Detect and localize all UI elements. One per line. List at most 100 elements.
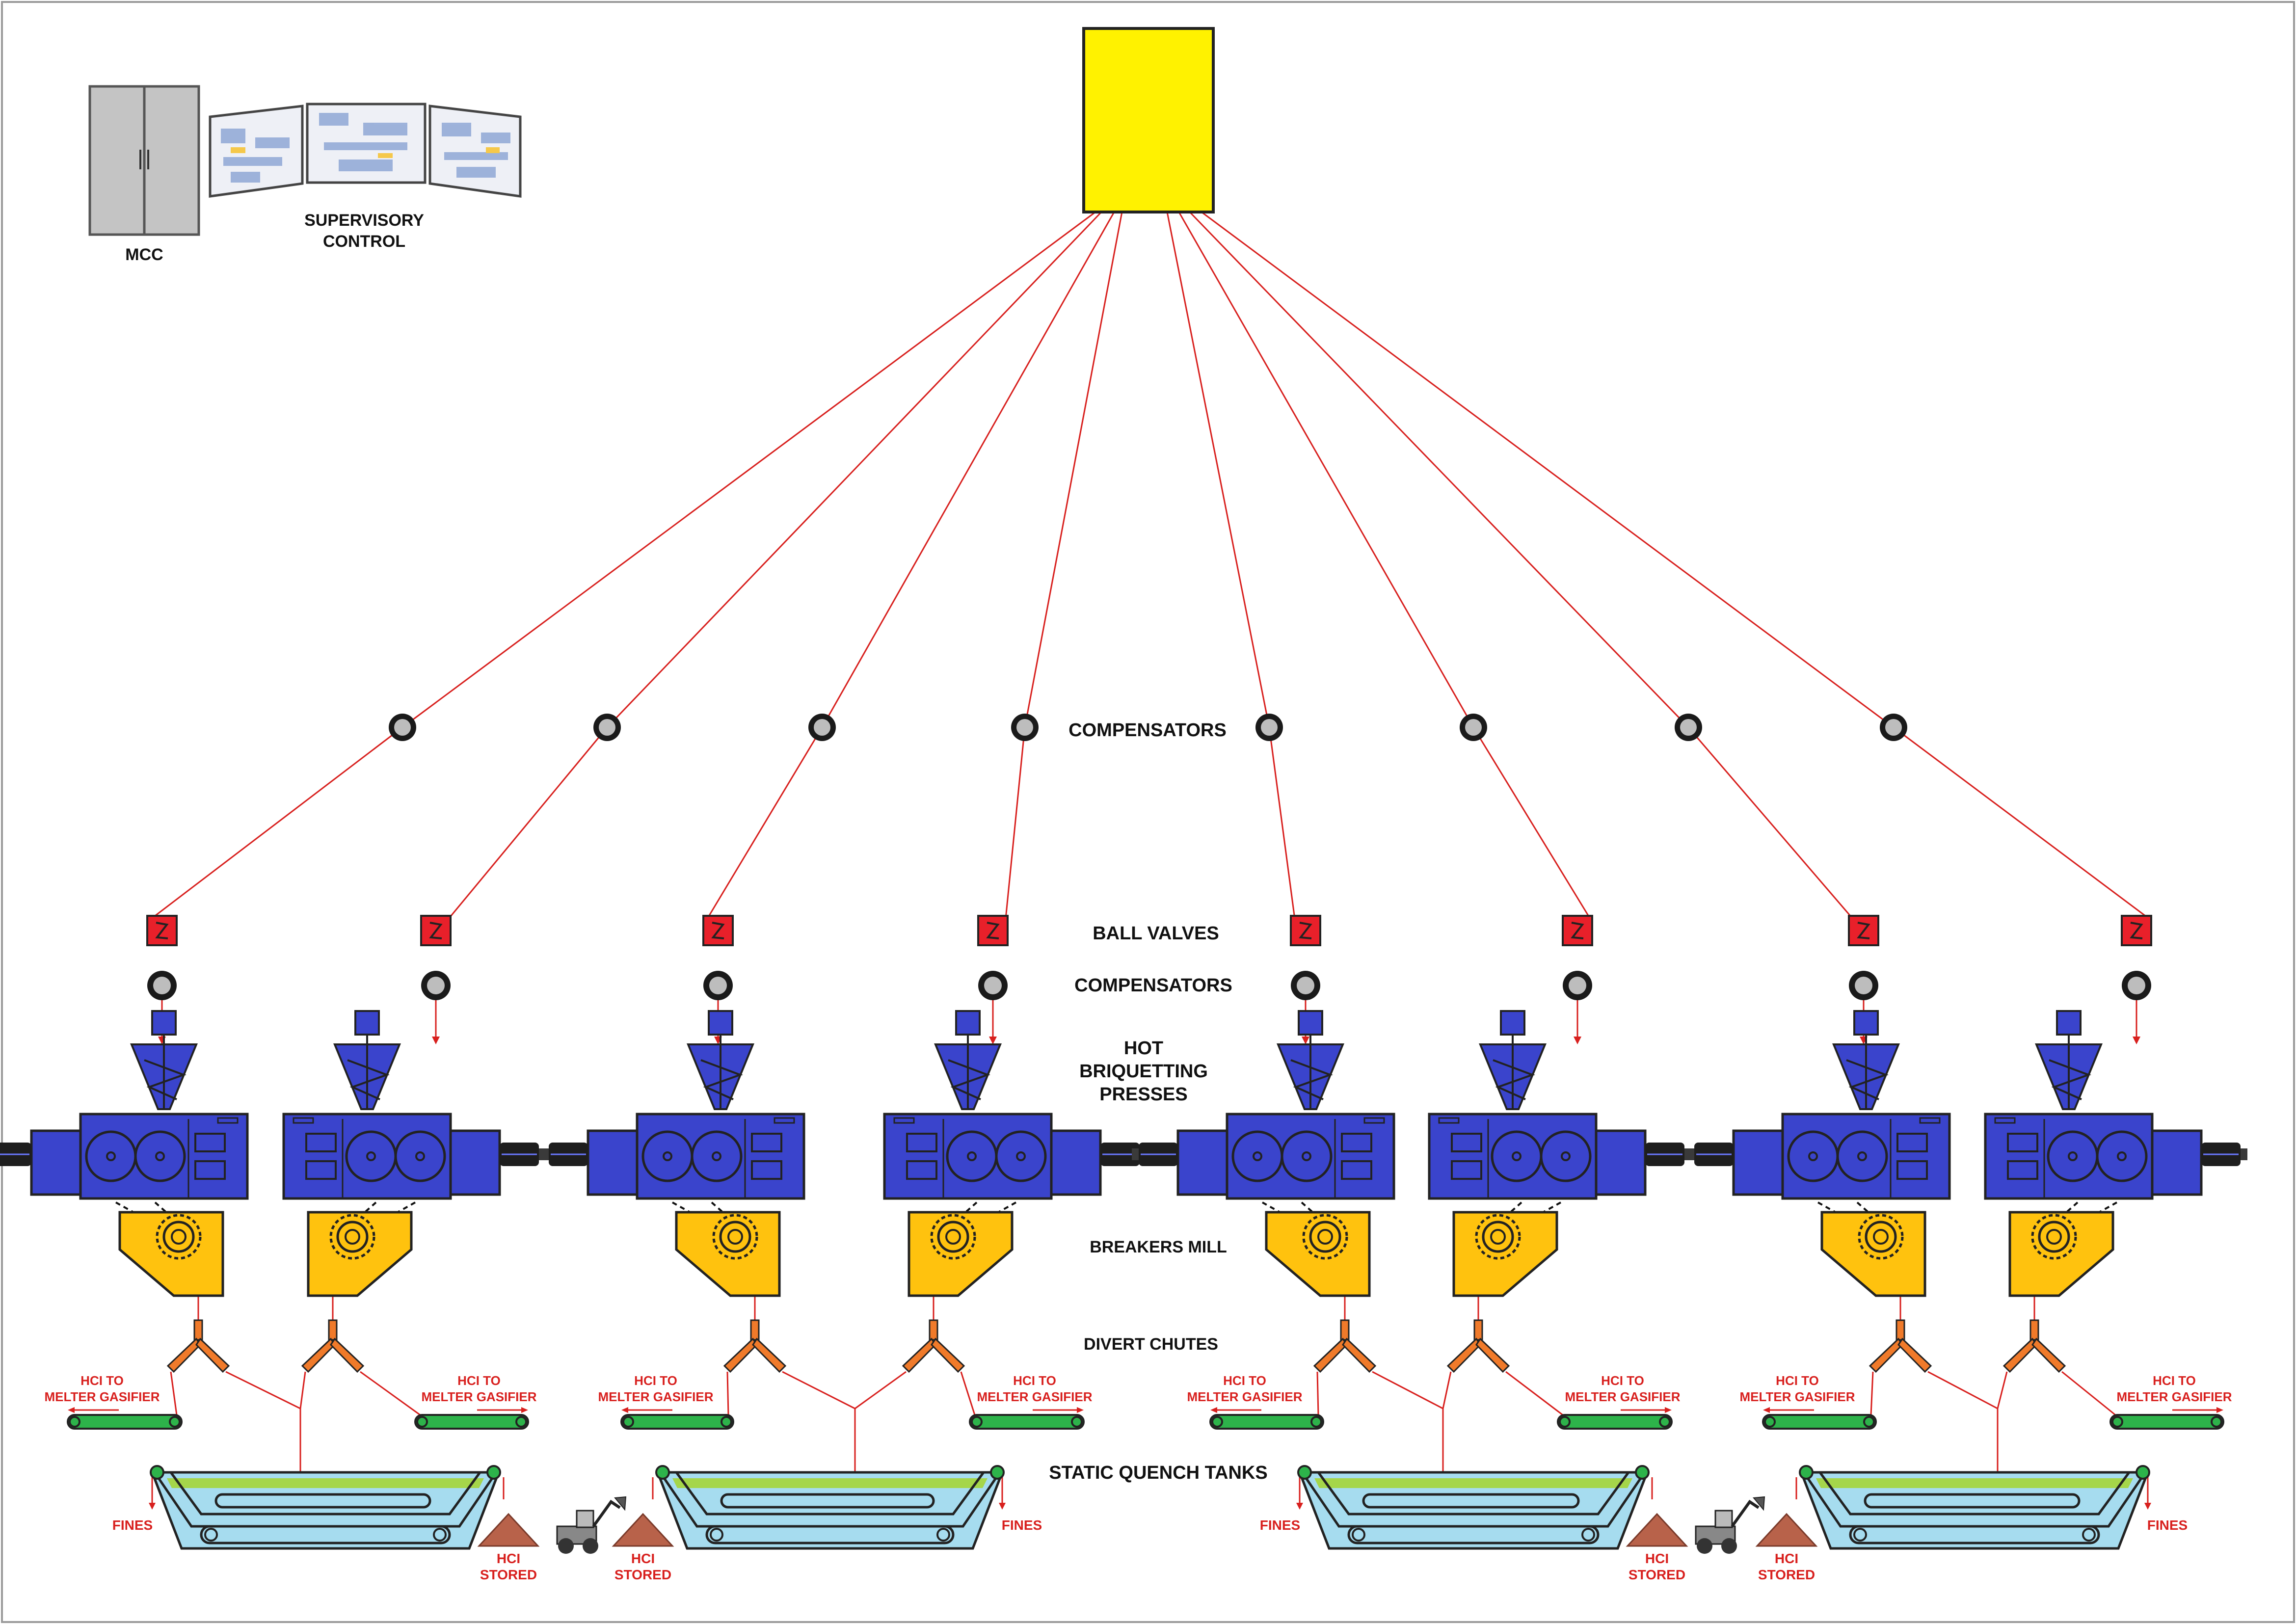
mill-hub [2046, 1229, 2062, 1245]
divert-chute[interactable] [723, 1319, 787, 1373]
frame-detail [1994, 1117, 2016, 1124]
feeder-motor[interactable] [1853, 1010, 1879, 1036]
chute-leg-right [1475, 1337, 1510, 1373]
belt-conveyor[interactable] [67, 1414, 183, 1430]
screw-flight [1290, 1059, 1333, 1100]
ball-valve-symbol [1571, 922, 1584, 939]
ball-valve[interactable] [420, 915, 452, 946]
mill-hub [1873, 1229, 1889, 1245]
hci-to-label: HCI TO [634, 1373, 677, 1388]
hydraulic-block [1451, 1160, 1482, 1180]
upper-compensator-core [1885, 719, 1902, 736]
lower-compensator-core [153, 977, 171, 994]
static-quench-tanks-label: STATIC QUENCH TANKS [1049, 1463, 1267, 1483]
hci-stored-pile[interactable] [1755, 1513, 1818, 1547]
hci-pile-label: HCI [631, 1551, 655, 1566]
tank-bottom-conveyor [1849, 1525, 2100, 1544]
ball-valve[interactable] [1562, 915, 1593, 946]
loader-arm [1731, 1499, 1760, 1527]
roller-hub [967, 1151, 977, 1161]
screw-flight [700, 1059, 743, 1100]
supervisory-screens[interactable] [209, 103, 522, 198]
press-roller [995, 1130, 1047, 1182]
breakers-mill-label: BREAKERS MILL [1090, 1238, 1227, 1256]
mill-rotor [336, 1221, 369, 1253]
divert-chute[interactable] [1313, 1319, 1377, 1373]
tank-bottom-conveyor [200, 1525, 451, 1544]
ball-valve[interactable] [1290, 915, 1321, 946]
chute-stem [2029, 1319, 2039, 1341]
roller-hub [1512, 1151, 1522, 1161]
feeder-motor[interactable] [1298, 1010, 1323, 1036]
hci-stored-pile[interactable] [612, 1513, 674, 1547]
mill-rotor [1865, 1221, 1897, 1253]
route-line [225, 1371, 301, 1410]
divert-chute[interactable] [166, 1319, 230, 1373]
press-gearbox [449, 1129, 501, 1196]
belt-conveyor[interactable] [1557, 1414, 1673, 1430]
ball-valve-symbol [711, 922, 725, 939]
divert-chute[interactable] [1869, 1319, 1932, 1373]
arrow-head [999, 1503, 1006, 1510]
conveyor-pulley [1863, 1416, 1875, 1428]
press-roller [394, 1130, 446, 1182]
loader-cab [1714, 1510, 1733, 1528]
hci-to-label: HCI TO [2153, 1373, 2196, 1388]
reactor-box[interactable] [1082, 27, 1215, 213]
lower-compensator-core [427, 977, 445, 994]
feeder-motor[interactable] [1500, 1010, 1525, 1036]
ball-valve[interactable] [702, 915, 734, 946]
ball-valve[interactable] [977, 915, 1009, 946]
divert-chute[interactable] [902, 1319, 965, 1373]
tank-drag-chain [675, 1471, 985, 1516]
tank-head-pulley [990, 1465, 1005, 1480]
hci-pile-label: HCI [1645, 1551, 1669, 1566]
feeder-motor[interactable] [151, 1010, 177, 1036]
arrow-head [989, 1037, 997, 1044]
conveyor-pulley [1559, 1416, 1571, 1428]
ball-valve[interactable] [146, 915, 178, 946]
belt-conveyor[interactable] [1762, 1414, 1877, 1430]
divert-chute[interactable] [1446, 1319, 1510, 1373]
tank-pulley [204, 1528, 218, 1542]
belt-conveyor[interactable] [620, 1414, 734, 1430]
chute-leg-right [330, 1337, 365, 1373]
arrow-head [1210, 1407, 1217, 1413]
tank-pulley [1581, 1528, 1595, 1542]
belt-conveyor[interactable] [414, 1414, 529, 1430]
divert-chute[interactable] [2002, 1319, 2066, 1373]
hci-stored-pile[interactable] [1626, 1513, 1688, 1547]
ball-valve[interactable] [1848, 915, 1879, 946]
chute-stem [1340, 1319, 1350, 1341]
belt-conveyor[interactable] [1209, 1414, 1324, 1430]
loader-wheel [583, 1538, 598, 1554]
mill-rotor [2038, 1221, 2070, 1253]
ball-valve-body [2121, 915, 2152, 946]
supervisory-label-line1: SUPERVISORY [304, 211, 424, 230]
arrow-head [1763, 1407, 1770, 1413]
divert-chute[interactable] [301, 1319, 365, 1373]
belt-conveyor[interactable] [2109, 1414, 2224, 1430]
press-gearbox [2151, 1129, 2203, 1196]
upper-compensator-core [1016, 719, 1033, 736]
ball-valve-symbol [429, 922, 443, 939]
press-roller [134, 1130, 186, 1182]
hci-stored-pile[interactable] [477, 1513, 540, 1547]
ball-valve[interactable] [2121, 915, 2152, 946]
tank-drag-chain [1818, 1471, 2131, 1516]
route-line [854, 1371, 907, 1410]
arrow-head [1077, 1407, 1084, 1413]
tank-drag-chain [1317, 1471, 1630, 1516]
feeder-motor[interactable] [955, 1010, 981, 1036]
divert-chutes-label: DIVERT CHUTES [1084, 1335, 1218, 1354]
hci-to-label: HCI TO [1601, 1373, 1644, 1388]
roller-hub [415, 1151, 425, 1161]
ball-valve-body [1562, 915, 1593, 946]
feeder-motor[interactable] [354, 1010, 380, 1036]
mill-rotor [1482, 1221, 1514, 1253]
mcc-cabinet[interactable] [88, 85, 200, 236]
belt-conveyor[interactable] [969, 1414, 1085, 1430]
press-roller [85, 1130, 137, 1182]
feeder-motor[interactable] [2056, 1010, 2082, 1036]
feeder-motor[interactable] [708, 1010, 733, 1036]
